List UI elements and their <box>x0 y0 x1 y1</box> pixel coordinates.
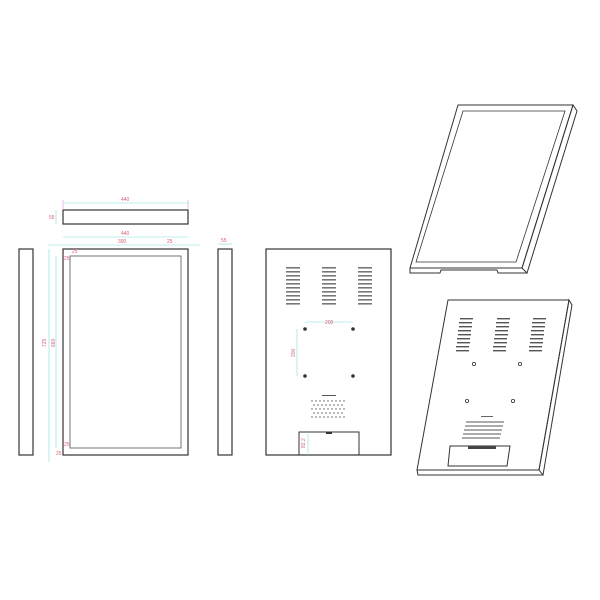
front-view: 440 390 25 25 25 25 25 725 660 <box>42 231 200 462</box>
iso-back-view <box>416 298 573 477</box>
front-outer-width-dim: 440 <box>121 231 130 237</box>
back-view: 200 200 82.2 <box>265 248 392 456</box>
front-bezel-right-dim: 25 <box>167 239 173 245</box>
right-side-view: 55 <box>217 238 233 456</box>
top-width-dim: 440 <box>121 197 130 203</box>
vent-slots <box>286 267 372 305</box>
vesa-vertical-dim: 200 <box>291 348 297 357</box>
front-bezel-top-dim: 25 <box>64 256 70 262</box>
iso-front-view <box>409 103 578 274</box>
left-side-view <box>18 248 34 456</box>
front-bezel-left-dim: 25 <box>72 249 78 255</box>
front-bezel-bottom-side-dim: 25 <box>56 451 62 457</box>
front-bezel-bottom-dim: 25 <box>64 442 70 448</box>
front-inner-height-dim: 660 <box>51 338 57 347</box>
bottom-offset-dim: 82.2 <box>301 438 307 448</box>
front-outer-height-dim: 725 <box>42 338 48 347</box>
front-inner-width-dim: 390 <box>118 239 127 245</box>
top-depth-dim: 55 <box>49 215 55 221</box>
right-side-depth-dim: 55 <box>221 238 227 244</box>
top-view: 440 55 <box>49 197 189 225</box>
speaker-grille <box>311 395 345 418</box>
vesa-holes <box>303 327 355 378</box>
vesa-horizontal-dim: 200 <box>325 320 334 326</box>
